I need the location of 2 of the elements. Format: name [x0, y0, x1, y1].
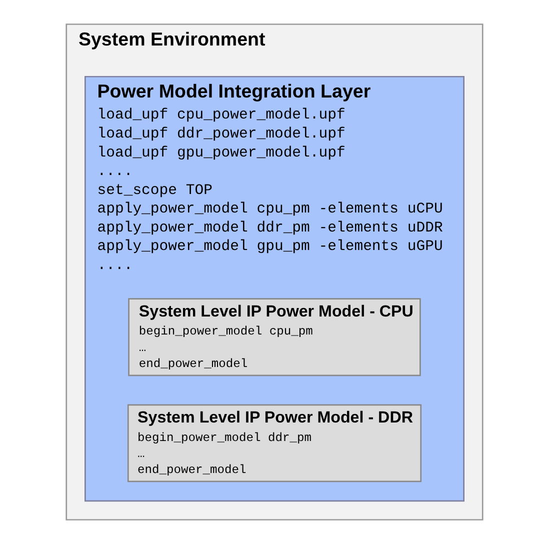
node-box: System Level IP Power Model - DDR begin_power_model ddr_pm … end_power_model	[126, 404, 422, 482]
node-box: System Level IP Power Model - CPU begin_power_model cpu_pm … end_power_model	[128, 298, 420, 376]
